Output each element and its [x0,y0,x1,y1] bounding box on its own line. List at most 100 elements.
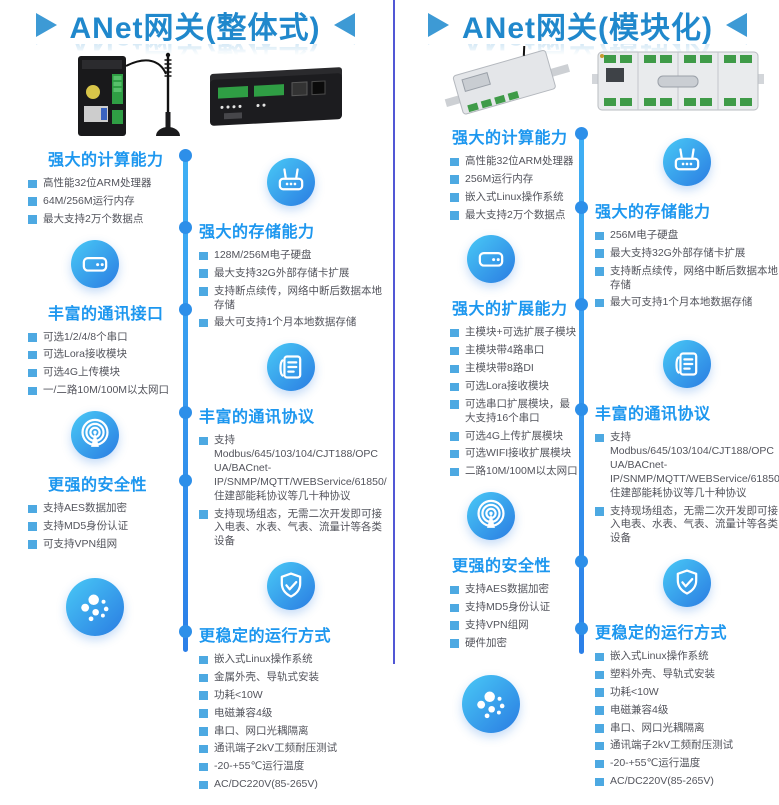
feature-bullet: 可支持VPN组网 [28,538,183,552]
product-photos-modular [396,46,779,120]
product-photo-box-gateway [210,67,342,126]
timeline-dot [575,201,588,214]
section-title: 更稳定的运行方式 [595,625,728,643]
product-photo-module-antenna [444,46,570,115]
feature-bullet: 最大支持32G外部存储卡扩展 [199,267,383,281]
feature-bullet: 可选Lora接收模块 [28,348,183,362]
feature-bullet: 高性能32位ARM处理器 [450,155,579,169]
arrow-left-icon [726,13,747,37]
feature-bullet: 支持MD5身份认证 [28,520,183,534]
feature-bullet: 电磁兼容4级 [595,704,779,718]
arrow-right-icon [428,44,449,45]
arrow-left-icon [333,13,355,37]
panel-title: ANet网关(模块化) [462,12,713,45]
timeline-dot [179,302,192,316]
feature-list: 支持AES数据加密支持MD5身份认证支持VPN组网硬件加密 [450,583,579,650]
section-title: 丰富的通讯接口 [48,305,164,323]
feature-bullet: 最大可支持1个月本地数据存储 [595,296,779,310]
shield-check-icon [267,562,315,611]
timeline-dot [179,221,192,234]
section-title: 更稳定的运行方式 [199,628,332,646]
panel-title: ANet网关(整体式) [69,12,321,45]
timeline-dot [575,298,588,312]
feature-bullet: 支持MD5身份认证 [450,601,579,615]
feature-bullet: 支持现场组态，无需二次开发即可接入电表、水表、气表、流量计等各类设备 [199,508,383,550]
section-protocols: 丰富的通讯协议 支持Modbus/645/103/104/CJT188/OPC … [575,400,779,546]
feature-bullet: 嵌入式Linux操作系统 [595,650,779,664]
section-security: 更强的安全性 支持AES数据加密支持MD5身份认证可支持VPN组网 [6,471,192,552]
panel-integrated: ANet网关(整体式) ANet网关(整体式) [0,0,390,790]
section-compute: 强大的计算能力 高性能32位ARM处理器 256M运行内存嵌入式Linux操作系统… [402,124,588,223]
panel-header: ANet网关(模块化) ANet网关(模块化) [396,6,779,59]
feature-list: 256M电子硬盘最大支持32G外部存储卡扩展支持断点续传，网络中断后数据本地存储… [595,229,779,310]
section-title: 丰富的通讯协议 [199,409,315,427]
arrow-right-icon [35,44,57,45]
section-security: 更强的安全性 支持AES数据加密支持MD5身份认证支持VPN组网硬件加密 [402,552,588,650]
section-title: 强大的计算能力 [452,130,568,147]
wheel-icon [65,577,124,636]
feature-list: 128M/256M电子硬盘最大支持32G外部存储卡扩展支持断点续传，网络中断后数… [199,249,383,330]
feature-bullet: 主模块带8路DI [450,362,579,376]
feature-bullet: 通讯端子2kV工频耐压测试 [199,742,383,756]
feature-bullet: 主模块+可选扩展子模块 [450,326,579,340]
wheel-icon [461,674,520,733]
feature-list: 支持Modbus/645/103/104/CJT188/OPC UA/BACne… [595,431,779,546]
panel-divider [393,0,395,664]
feature-bullet: 嵌入式Linux操作系统 [199,653,383,667]
feature-bullet: 功耗<10W [595,686,779,700]
section-title: 强大的计算能力 [48,152,164,169]
document-icon [267,343,315,392]
panel-modular: ANet网关(模块化) ANet网关(模块化) [396,0,779,787]
timeline-dot [575,403,588,417]
feature-bullet: 支持VPN组网 [450,619,579,633]
feature-bullet: 二路10M/100M以太网口 [450,465,579,479]
feature-bullet: 256M运行内存 [450,173,579,187]
shield-check-icon [663,559,711,608]
arrow-left-icon [726,44,747,45]
product-photo-din-gateway [78,52,180,136]
router-icon [663,138,711,186]
signal-tower-icon [466,492,515,541]
feature-bullet: 硬件加密 [450,637,579,651]
drive-icon [70,239,119,288]
feature-bullet: 支持断点续传，网络中断后数据本地存储 [199,285,383,313]
feature-bullet: 通讯端子2kV工频耐压测试 [595,739,779,753]
product-photos-integrated [0,50,390,142]
feature-bullet: 128M/256M电子硬盘 [199,249,383,263]
feature-bullet: 支持Modbus/645/103/104/CJT188/OPC UA/BACne… [199,434,387,503]
feature-bullet: AC/DC220V(85-265V) [595,775,779,789]
feature-bullet: 塑料外壳、导轨式安装 [595,668,779,682]
feature-bullet: AC/DC220V(85-265V) [199,778,383,792]
section-title: 强大的扩展能力 [452,301,568,319]
feature-bullet: 主模块带4路串口 [450,344,579,358]
feature-bullet: -20-+55℃运行温度 [199,760,383,774]
section-title: 更强的安全性 [452,558,552,576]
section-protocols: 丰富的通讯协议 支持Modbus/645/103/104/CJT188/OPC … [179,403,387,550]
timeline-dot [179,625,192,639]
timeline [183,152,188,652]
feature-bullet: -20-+55℃运行温度 [595,757,779,771]
feature-bullet: 最大支持32G外部存储卡扩展 [595,247,779,261]
feature-bullet: 嵌入式Linux操作系统 [450,191,579,205]
feature-list: 可选1/2/4/8个串口可选Lora接收模块可选4G上传模块一/二路10M/10… [28,331,183,398]
feature-bullet: 支持现场组态，无需二次开发即可接入电表、水表、气表、流量计等各类设备 [595,505,779,547]
feature-bullet: 功耗<10W [199,689,383,703]
section-storage: 强大的存储能力 128M/256M电子硬盘最大支持32G外部存储卡扩展支持断点续… [179,218,383,330]
section-title: 强大的存储能力 [595,204,711,221]
feature-bullet: 可选WIFI接收扩展模块 [450,447,579,461]
section-title: 丰富的通讯协议 [595,406,711,424]
feature-bullet: 支持Modbus/645/103/104/CJT188/OPC UA/BACne… [595,431,779,500]
feature-bullet: 支持AES数据加密 [450,583,579,597]
feature-bullet: 最大可支持1个月本地数据存储 [199,316,383,330]
feature-bullet: 最大支持2万个数据点 [450,209,579,223]
feature-bullet: 可选串口扩展模块，最大支持16个串口 [450,398,579,426]
timeline-dot [179,474,192,488]
